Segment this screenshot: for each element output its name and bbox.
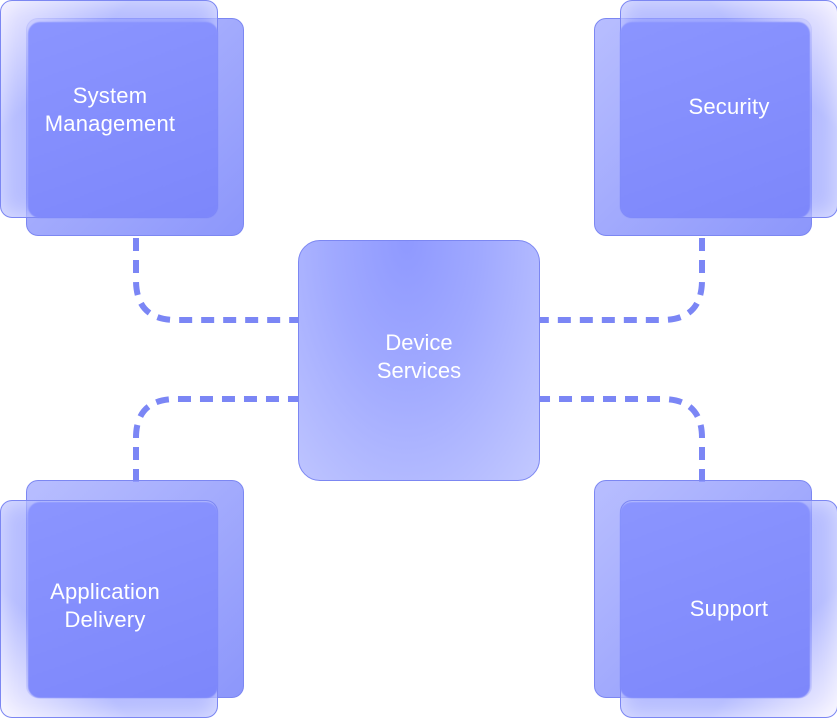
node-label: Security (688, 94, 770, 119)
connector-application-delivery (133, 396, 298, 482)
cube-inner-panel (28, 502, 218, 698)
node-label: Application Delivery (50, 579, 160, 632)
node-system-management[interactable]: System Management (0, 0, 245, 240)
connector-system-management (133, 238, 298, 323)
node-security[interactable]: Security (594, 0, 837, 240)
node-label: System Management (44, 83, 176, 136)
cube-inner-panel (620, 502, 810, 698)
connector-support (540, 396, 705, 482)
node-label: Support (689, 596, 769, 621)
cube-inner-panel (28, 22, 218, 218)
node-support[interactable]: Support (594, 480, 837, 720)
connector-security (540, 238, 705, 323)
cube-inner-panel (620, 22, 810, 218)
node-device-services[interactable]: Device Services (298, 240, 540, 481)
center-label: Device Services (376, 330, 462, 383)
node-application-delivery[interactable]: Application Delivery (0, 480, 245, 720)
